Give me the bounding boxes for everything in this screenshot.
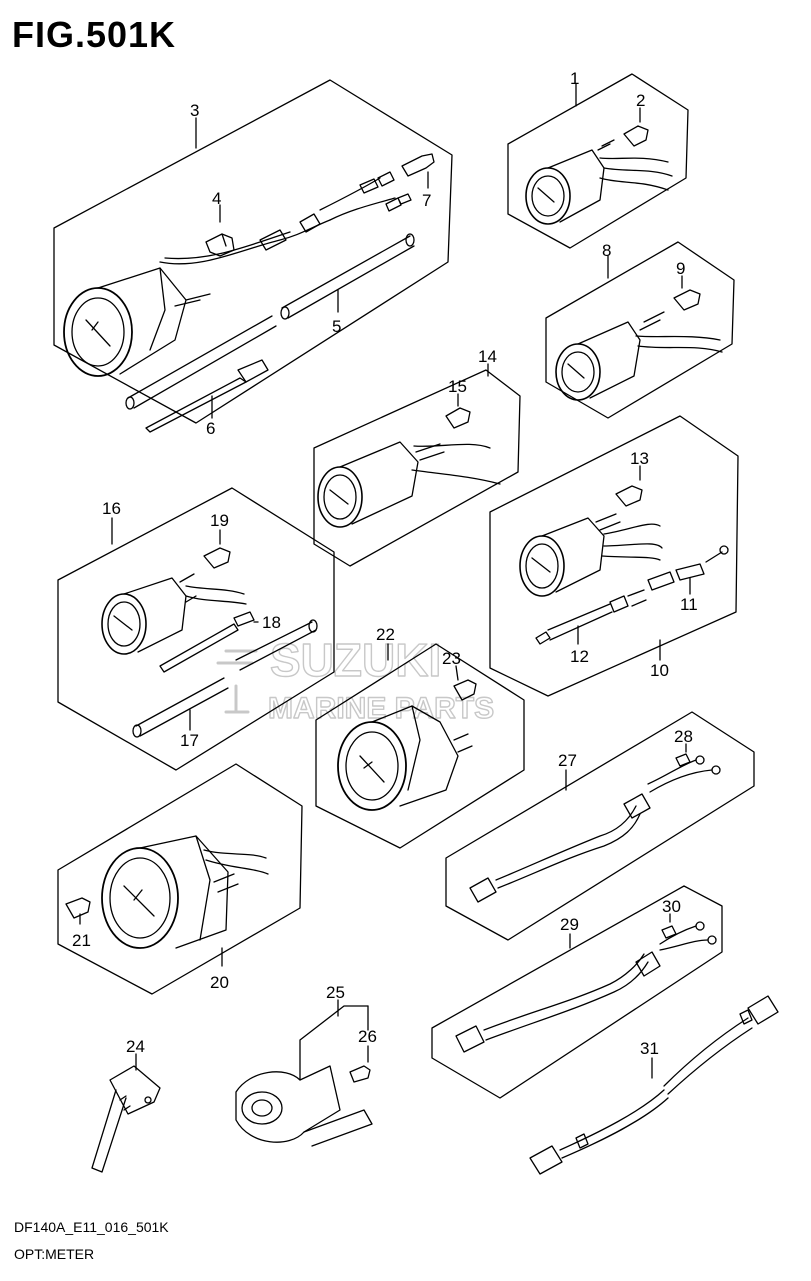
harness-29: [455, 921, 717, 1053]
callout-13: 13: [630, 449, 649, 468]
callout-15: 15: [448, 377, 467, 396]
screw-26: [349, 1065, 371, 1083]
diagram-code: DF140A_E11_016_501K: [14, 1219, 169, 1235]
callout-7: 7: [422, 191, 431, 210]
callout-2: 2: [636, 91, 645, 110]
watermark-subtitle: MARINE PARTS: [268, 692, 494, 725]
group-14-frame: [313, 369, 521, 567]
watermark-brand: SUZUKI: [270, 634, 441, 686]
callout-31: 31: [640, 1039, 659, 1058]
bulb-13: [615, 485, 643, 507]
callout-19: 19: [210, 511, 229, 530]
terminal-30: [661, 925, 677, 939]
tube-17: [132, 619, 318, 738]
diagram-caption: OPT:METER: [14, 1246, 95, 1262]
group-1-frame: [507, 73, 689, 249]
callout-17: 17: [180, 731, 199, 750]
gauge-1: [525, 149, 605, 225]
callout-20: 20: [210, 973, 229, 992]
callout-9: 9: [676, 259, 685, 278]
tube-5: [125, 233, 415, 410]
bulb-15: [445, 407, 471, 429]
terminal-28: [675, 753, 691, 767]
callout-29: 29: [560, 915, 579, 934]
callout-28: 28: [674, 727, 693, 746]
group-16-frame: [57, 487, 335, 771]
callout-27: 27: [558, 751, 577, 770]
group-3-frame: [53, 79, 453, 424]
callout-16: 16: [102, 499, 121, 518]
watermark: SUZUKI MARINE PARTS: [216, 633, 495, 726]
assembly-group-1: [507, 73, 689, 249]
callout-10: 10: [650, 661, 669, 680]
callout-11: 11: [680, 595, 698, 614]
group-10-frame: [489, 415, 739, 697]
gauge-20: [101, 835, 229, 949]
callout-12: 12: [570, 647, 589, 666]
cable-tie-18: [159, 611, 255, 673]
assembly-group-22: [315, 643, 525, 849]
assembly-group-8: [545, 241, 735, 419]
harness-31: [529, 995, 779, 1175]
callout-30: 30: [662, 897, 681, 916]
assembly-group-14: [313, 363, 521, 567]
cable-tie-6: [145, 359, 269, 433]
assembly-group-27: [445, 711, 755, 941]
assembly-group-20: [57, 763, 303, 995]
harness-11-12: [535, 545, 729, 645]
group-27-frame: [445, 711, 755, 941]
assembly-group-10: [489, 415, 739, 697]
callout-14: 14: [478, 347, 497, 366]
bulb-23: [453, 679, 477, 701]
callout-4: 4: [212, 189, 221, 208]
callout-3: 3: [190, 101, 199, 120]
callout-21: 21: [72, 931, 91, 950]
bulb-9: [673, 289, 701, 311]
callout-18: 18: [262, 613, 281, 632]
figure-title: FIG.501K: [12, 14, 177, 55]
bulb-4: [205, 233, 235, 257]
assembly-group-3: [53, 79, 453, 433]
callout-22: 22: [376, 625, 395, 644]
callout-8: 8: [602, 241, 611, 260]
assembly-group-16: [57, 487, 335, 771]
callout-24: 24: [126, 1037, 145, 1056]
callout-26: 26: [358, 1027, 377, 1046]
bulb-2: [623, 125, 649, 147]
assembly-group-29: [431, 885, 723, 1099]
bracket-25: [235, 1005, 373, 1147]
gauge-8: [555, 321, 641, 401]
sender-24: [91, 1065, 161, 1173]
gauge-14: [317, 441, 419, 528]
callout-1: 1: [570, 69, 579, 88]
group-22-frame: [315, 643, 525, 849]
bulb-7: [401, 153, 435, 177]
callout-6: 6: [206, 419, 215, 438]
group-20-frame: [57, 763, 303, 995]
callout-5: 5: [332, 317, 341, 336]
callout-25: 25: [326, 983, 345, 1002]
callout-23: 23: [442, 649, 461, 668]
gauge-3: [63, 267, 211, 377]
gauge-22: [337, 705, 473, 811]
callout-labels: 3 4 7 5 6 1 2 8 9 14 15 13 16 19 18 11 1…: [72, 69, 698, 1058]
gauge-10: [519, 517, 605, 597]
group-29-frame: [431, 885, 723, 1099]
bulb-19: [203, 547, 231, 569]
bulb-21: [65, 897, 91, 919]
harness-27: [469, 755, 721, 903]
group-8-frame: [545, 241, 735, 419]
gauge-16: [101, 577, 187, 655]
